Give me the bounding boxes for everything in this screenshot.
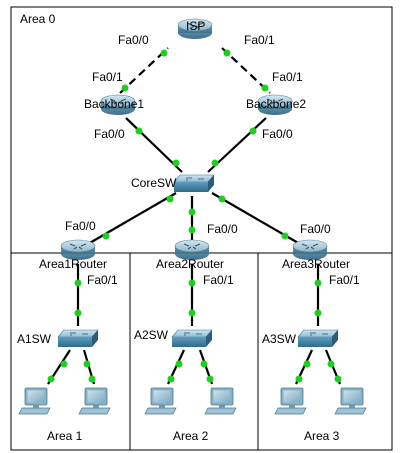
area3-border xyxy=(257,252,393,451)
area1router-label: Area1Router xyxy=(39,257,108,271)
backbone2-fa01-label: Fa0/1 xyxy=(272,70,303,84)
area2router-fa01-label: Fa0/1 xyxy=(203,273,234,287)
link-status-indicators xyxy=(47,49,342,383)
area2router-label: Area2Router xyxy=(156,257,225,271)
area3-pc1-icon xyxy=(274,387,307,415)
coresw-label: CoreSW xyxy=(131,176,177,190)
area3-pc2-icon xyxy=(334,387,367,415)
isp-fa00-label: Fa0/0 xyxy=(118,33,149,47)
area2-label: Area 2 xyxy=(173,429,209,443)
a1sw-label: A1SW xyxy=(17,332,52,346)
a3sw-switch-icon xyxy=(297,329,339,348)
area3router-fa00-label: Fa0/0 xyxy=(300,222,331,236)
area3router-label: Area3Router xyxy=(282,257,351,271)
isp-label: ISP xyxy=(186,19,206,33)
link-isp-backbone1 xyxy=(119,47,169,94)
a3sw-label: A3SW xyxy=(262,332,297,346)
backbone2-fa00-label: Fa0/0 xyxy=(262,127,293,141)
a2sw-switch-icon xyxy=(171,329,213,348)
area3router-fa01-label: Fa0/1 xyxy=(329,273,360,287)
area1router-fa00-label: Fa0/0 xyxy=(65,219,96,233)
backbone2-label: Backbone2 xyxy=(246,97,307,111)
area2-pc2-icon xyxy=(204,387,237,415)
link-isp-backbone2 xyxy=(221,47,271,94)
a2sw-label: A2SW xyxy=(134,328,169,342)
area1-pc1-icon xyxy=(18,387,51,415)
area2router-fa00-label: Fa0/0 xyxy=(207,222,238,236)
link-coresw-area1router xyxy=(87,192,177,245)
a1sw-switch-icon xyxy=(57,329,99,348)
backbone1-label: Backbone1 xyxy=(84,97,145,111)
backbone1-fa01-label: Fa0/1 xyxy=(92,70,123,84)
area2-pc1-icon xyxy=(144,387,177,415)
backbone1-fa00-label: Fa0/0 xyxy=(94,127,125,141)
area1-label: Area 1 xyxy=(47,429,83,443)
area1router-fa01-label: Fa0/1 xyxy=(87,273,118,287)
area1-pc2-icon xyxy=(78,387,111,415)
coresw-switch-icon xyxy=(173,174,215,193)
area3-label: Area 3 xyxy=(304,429,340,443)
isp-fa01-label: Fa0/1 xyxy=(244,33,275,47)
area0-label: Area 0 xyxy=(20,12,56,26)
